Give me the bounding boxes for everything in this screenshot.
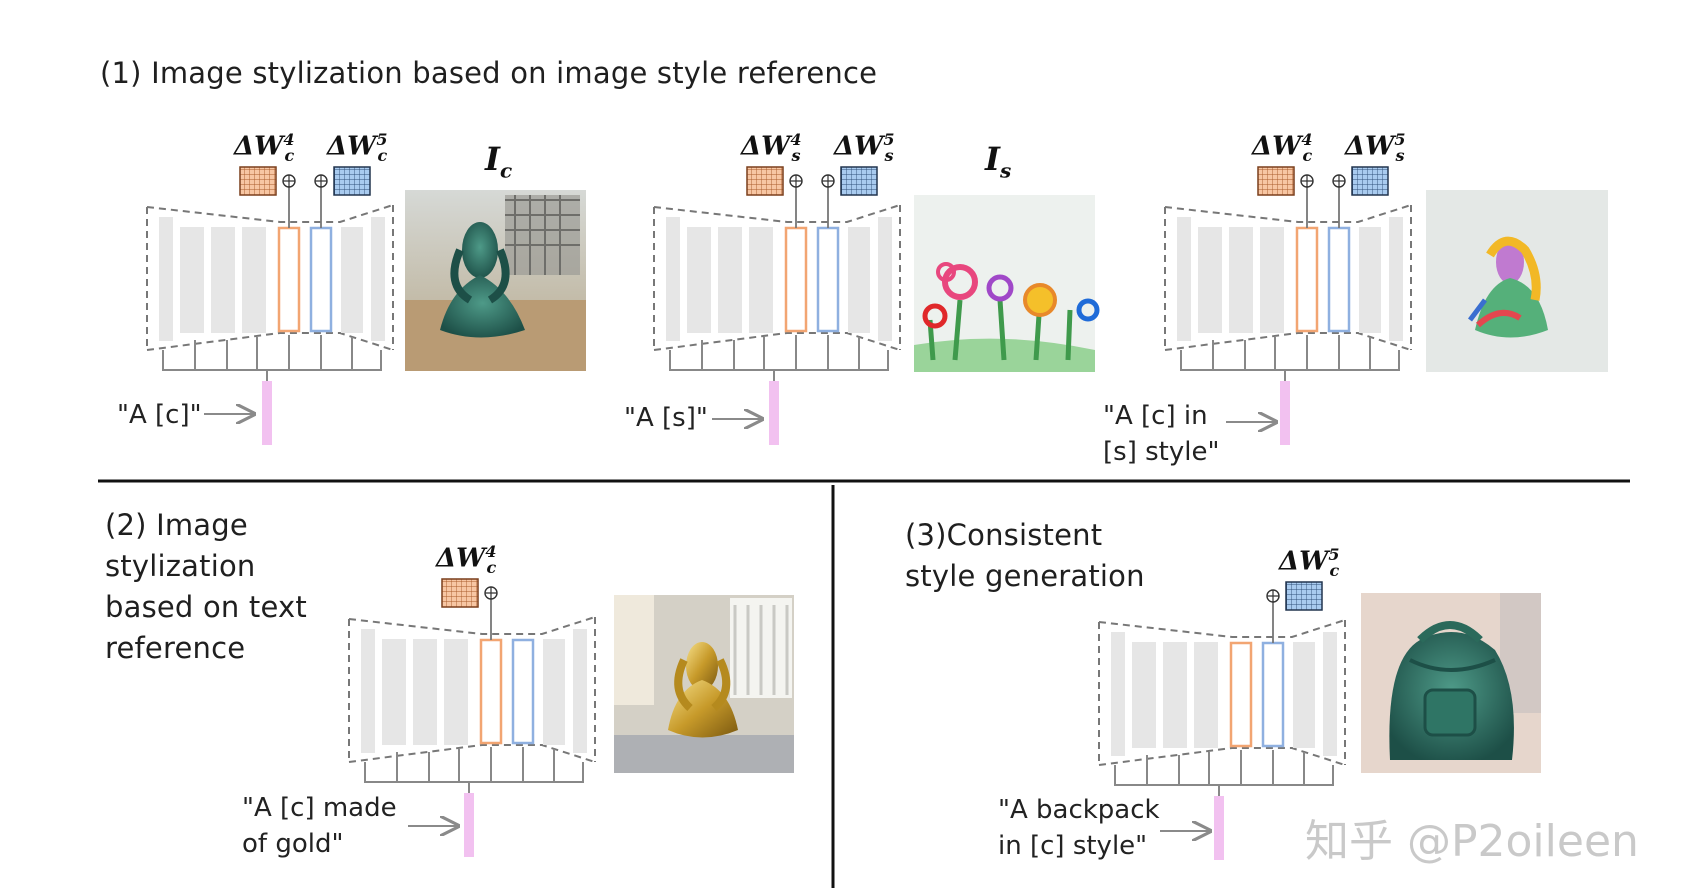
math-sup: 4 xyxy=(283,130,295,149)
prompt-line: in [c] style" xyxy=(998,831,1148,861)
math-base: ΔW xyxy=(436,543,486,574)
lora-label-p3-b: ΔW5s xyxy=(1345,130,1406,165)
add-icon xyxy=(314,174,328,188)
image-label-is: Is xyxy=(985,140,1011,182)
section-2-title-line-3: based on text xyxy=(105,590,307,624)
math-sub: s xyxy=(791,145,801,165)
prompt-p4: "A [c] made of gold" xyxy=(242,790,397,862)
section-1-title: (1) Image stylization based on image sty… xyxy=(100,56,878,90)
prompt-line: "A [s]" xyxy=(624,403,708,433)
add-icon xyxy=(1332,174,1346,188)
unet-diagram-p5 xyxy=(1098,581,1346,860)
lora-label-p3-a: ΔW4c xyxy=(1252,130,1313,165)
math-base: ΔW xyxy=(741,131,791,162)
prompt-line: "A [c]" xyxy=(117,400,202,430)
add-icon xyxy=(789,174,803,188)
add-icon xyxy=(1300,174,1314,188)
output-image-gold-figure xyxy=(614,595,794,773)
math-base: I xyxy=(985,140,1000,178)
prompt-line: "A backpack xyxy=(998,795,1160,825)
style-image-flowers xyxy=(914,195,1100,372)
math-sup: 5 xyxy=(1328,545,1340,564)
math-sup: 5 xyxy=(883,130,895,149)
add-icon xyxy=(484,586,498,600)
section-2-title-line-2: stylization xyxy=(105,549,256,583)
math-sub: c xyxy=(377,145,388,165)
math-base: ΔW xyxy=(834,131,884,162)
section-3-title-line-2: style generation xyxy=(905,559,1145,593)
add-icon xyxy=(1266,589,1280,603)
prompt-line: of gold" xyxy=(242,829,344,859)
watermark: 知乎 @P2oileen xyxy=(1305,816,1639,867)
math-sup: 4 xyxy=(790,130,802,149)
unet-diagram-p4 xyxy=(348,578,596,857)
unet-diagram-p3 xyxy=(1164,166,1412,445)
output-image-backpack xyxy=(1361,593,1541,773)
section-3-title: (3)Consistent style generation xyxy=(905,515,1145,597)
prompt-p5: "A backpack in [c] style" xyxy=(998,792,1160,864)
section-3-title-line-1: (3)Consistent xyxy=(905,518,1103,552)
section-2-title-line-4: reference xyxy=(105,631,246,665)
prompt-line: [s] style" xyxy=(1103,437,1220,467)
math-sub: c xyxy=(1329,560,1340,580)
section-2-title-line-1: (2) Image xyxy=(105,508,248,542)
math-base: ΔW xyxy=(327,131,377,162)
math-sub: s xyxy=(999,158,1012,183)
add-icon xyxy=(821,174,835,188)
math-sub: c xyxy=(284,145,295,165)
prompt-line: "A [c] made xyxy=(242,793,397,823)
image-label-ic: Ic xyxy=(485,140,512,182)
math-sup: 4 xyxy=(485,542,497,561)
math-sup: 4 xyxy=(1301,130,1313,149)
math-base: ΔW xyxy=(1279,546,1329,577)
section-2-title: (2) Image stylization based on text refe… xyxy=(105,505,307,669)
math-base: ΔW xyxy=(1345,131,1395,162)
prompt-p3: "A [c] in [s] style" xyxy=(1103,398,1219,470)
prompt-p1: "A [c]" xyxy=(117,397,202,433)
math-sup: 5 xyxy=(1394,130,1406,149)
lora-label-p1-b: ΔW5c xyxy=(327,130,388,165)
lora-label-p2-a: ΔW4s xyxy=(741,130,802,165)
lora-label-p2-b: ΔW5s xyxy=(834,130,895,165)
lora-label-p5-b: ΔW5c xyxy=(1279,545,1340,580)
output-image-stylized-figure xyxy=(1426,190,1608,372)
prompt-line: "A [c] in xyxy=(1103,401,1208,431)
math-sub: c xyxy=(1302,145,1313,165)
lora-label-p4-a: ΔW4c xyxy=(436,542,497,577)
prompt-p2: "A [s]" xyxy=(624,400,708,436)
math-sub: s xyxy=(884,145,894,165)
math-base: ΔW xyxy=(1252,131,1302,162)
math-base: I xyxy=(485,140,500,178)
math-sub: s xyxy=(1395,145,1405,165)
math-sup: 5 xyxy=(376,130,388,149)
content-image-photo xyxy=(405,190,586,371)
math-sub: c xyxy=(486,557,497,577)
lora-label-p1-a: ΔW4c xyxy=(234,130,295,165)
math-sub: c xyxy=(499,158,513,183)
add-icon xyxy=(282,174,296,188)
unet-diagram-p2 xyxy=(653,166,901,445)
unet-diagram-p1 xyxy=(146,166,394,445)
math-base: ΔW xyxy=(234,131,284,162)
